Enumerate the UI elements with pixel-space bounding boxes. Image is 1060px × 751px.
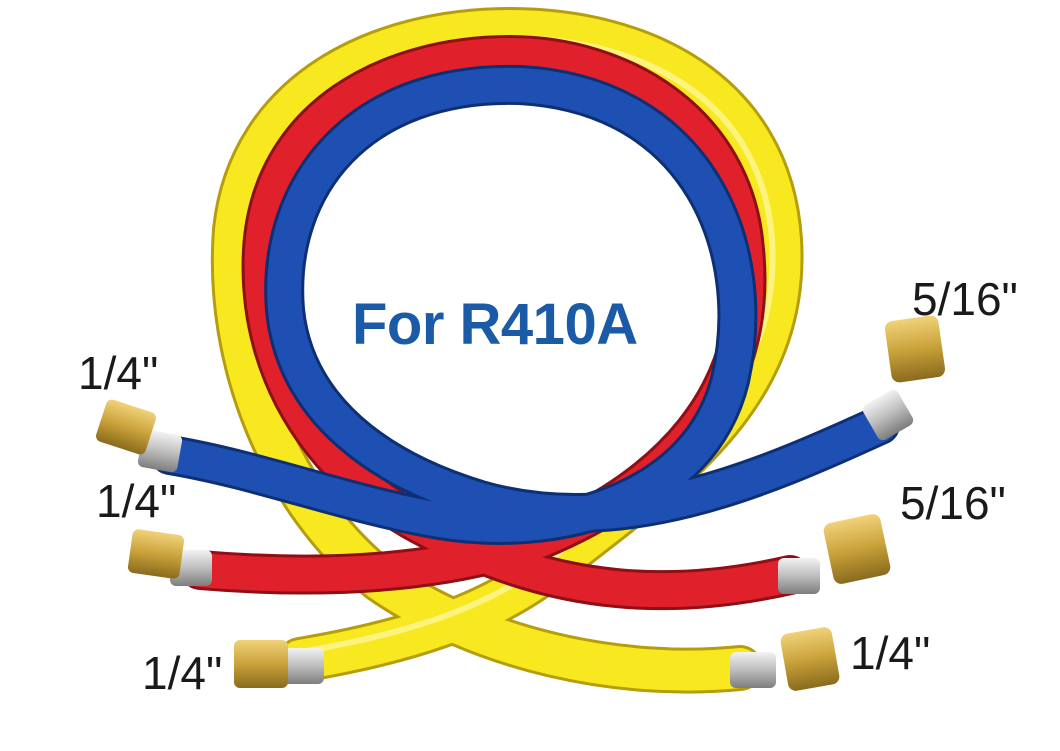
yellow-left-fitting xyxy=(234,640,324,688)
refrigerant-headline: For R410A xyxy=(352,292,638,357)
yellow-right-size-label: 1/4" xyxy=(850,627,931,679)
yellow-left-size-label: 1/4" xyxy=(142,647,223,699)
blue-left-fitting xyxy=(96,399,183,473)
blue-right-fitting xyxy=(862,315,946,441)
red-right-fitting xyxy=(778,514,891,594)
blue-left-size-label: 1/4" xyxy=(78,347,159,399)
red-left-size-label: 1/4" xyxy=(96,475,177,527)
yellow-right-fitting xyxy=(730,627,840,691)
blue-right-size-label: 5/16" xyxy=(912,273,1018,325)
red-left-fitting xyxy=(127,529,212,586)
red-right-size-label: 5/16" xyxy=(900,477,1006,529)
blue-hose xyxy=(150,64,900,545)
